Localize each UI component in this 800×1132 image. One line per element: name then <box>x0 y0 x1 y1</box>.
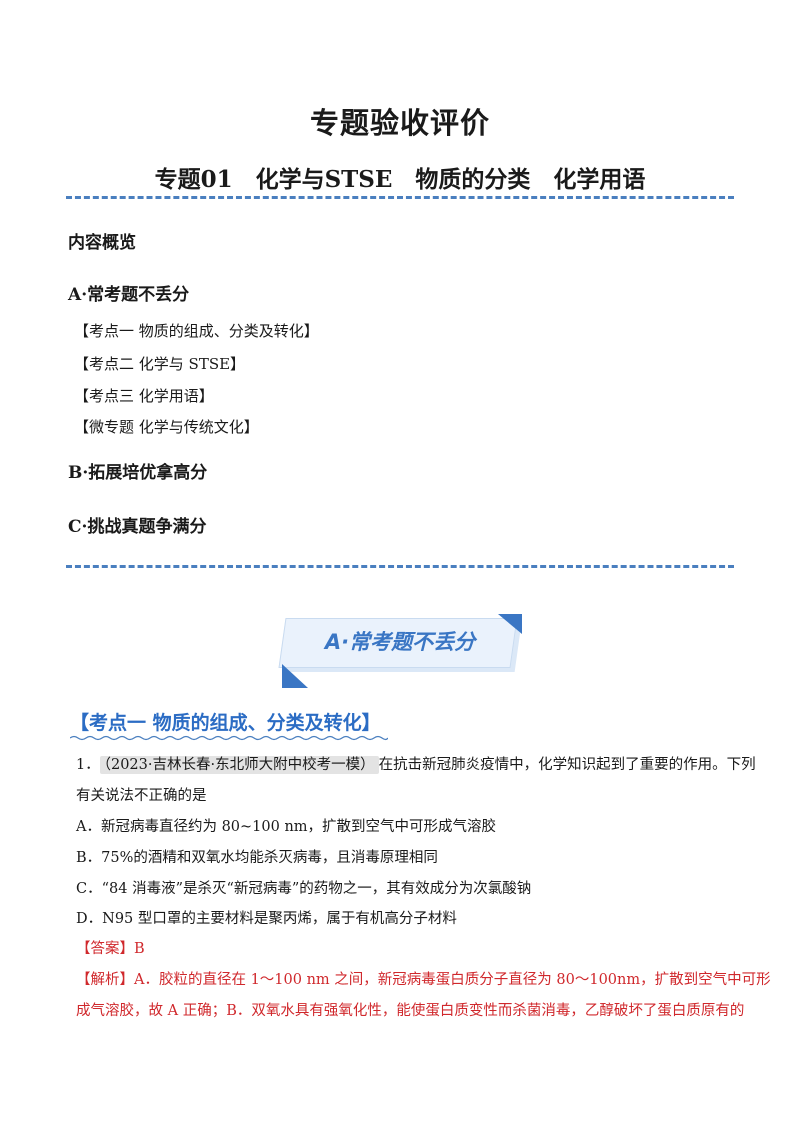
overview-section-b: B·拓展培优拿高分 <box>68 463 208 483</box>
section-underline <box>70 735 388 741</box>
overview-heading: 内容概览 <box>68 233 136 253</box>
answer-value: B <box>134 941 145 957</box>
banner-label: A·常考题不丢分 <box>324 630 476 654</box>
divider-top <box>66 196 734 199</box>
option-a: A．新冠病毒直径约为 80~100 nm，扩散到空气中可形成气溶胶 <box>76 819 497 835</box>
toc-item: 【考点一 物质的组成、分类及转化】 <box>74 322 319 340</box>
page-title: 专题验收评价 <box>309 106 490 140</box>
analysis: 【解析】A．胶粒的直径在 1～100 nm 之间，新冠病毒蛋白质分子直径为 80… <box>76 970 771 990</box>
page-subtitle: 专题01 化学与STSE 物质的分类 化学用语 <box>154 166 646 193</box>
option-b: B．75%的酒精和双氧水均能杀灭病毒，且消毒原理相同 <box>76 850 438 866</box>
analysis-text: A．胶粒的直径在 1～100 nm 之间，新冠病毒蛋白质分子直径为 80～100… <box>134 972 771 988</box>
question-stem-cont: 有关说法不正确的是 <box>76 788 207 804</box>
section-banner: A·常考题不丢分 <box>278 612 525 690</box>
analysis-label: 【解析】 <box>76 972 134 988</box>
answer: 【答案】B <box>76 939 145 959</box>
banner-corner-icon <box>498 614 522 634</box>
toc-item: 【考点二 化学与 STSE】 <box>74 355 246 373</box>
option-c: C．“84 消毒液”是杀灭“新冠病毒”的药物之一，其有效成分为次氯酸钠 <box>76 881 532 897</box>
divider-bottom <box>66 565 734 568</box>
analysis-cont: 成气溶胶，故 A 正确；B．双氧水具有强氧化性，能使蛋白质变性而杀菌消毒，乙醇破… <box>76 1003 745 1019</box>
answer-label: 【答案】 <box>76 941 134 957</box>
toc-item: 【考点三 化学用语】 <box>74 387 214 405</box>
toc-item: 【微专题 化学与传统文化】 <box>74 418 259 436</box>
question-text: 在抗击新冠肺炎疫情中，化学知识起到了重要的作用。下列 <box>378 757 756 773</box>
overview-section-c: C·挑战真题争满分 <box>68 517 207 537</box>
section-heading: 【考点一 物质的组成、分类及转化】 <box>70 712 381 734</box>
banner-corner-icon <box>282 664 308 688</box>
overview-section-a: A·常考题不丢分 <box>68 285 190 305</box>
question-number: 1． <box>76 757 100 773</box>
question-source: （2023·吉林长春·东北师大附中校考一模） <box>99 756 379 774</box>
question-stem: 1．（2023·吉林长春·东北师大附中校考一模）在抗击新冠肺炎疫情中，化学知识起… <box>76 755 756 775</box>
option-d: D．N95 型口罩的主要材料是聚丙烯，属于有机高分子材料 <box>76 911 457 927</box>
